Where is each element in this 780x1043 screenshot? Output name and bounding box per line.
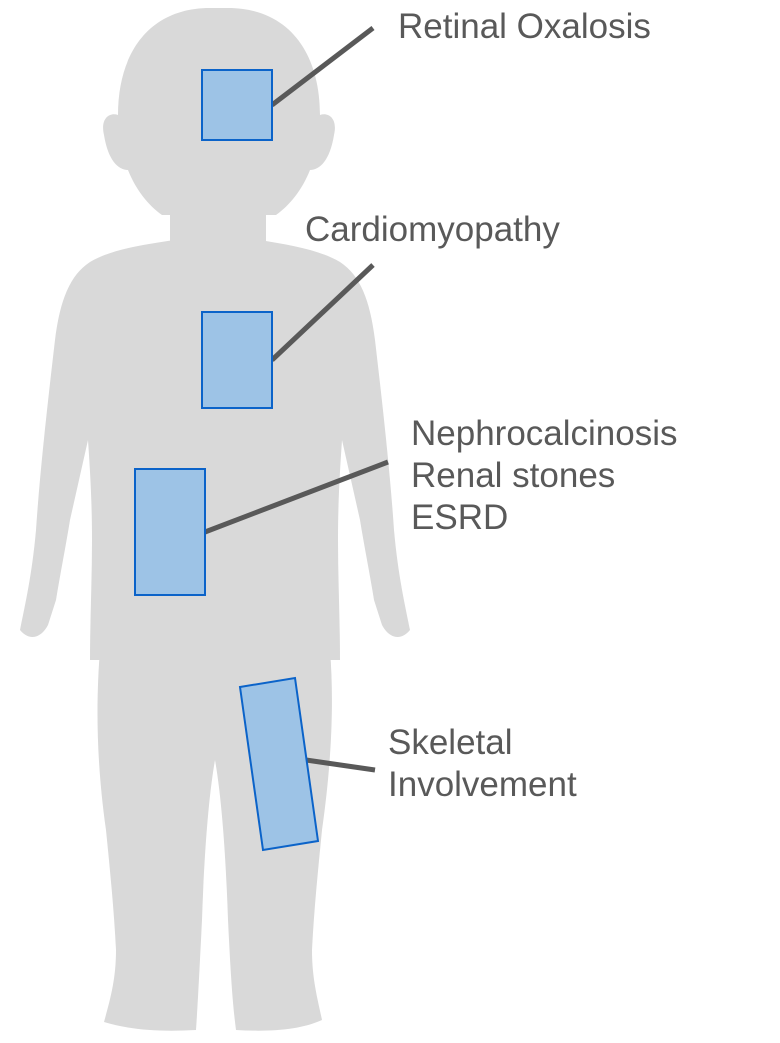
heart-region-box xyxy=(202,312,272,408)
eye-region-box xyxy=(202,70,272,140)
label-cardiomyopathy: Cardiomyopathy xyxy=(305,209,560,251)
label-esrd: ESRD xyxy=(411,497,678,539)
label-skeletal-group: Skeletal Involvement xyxy=(388,722,577,806)
kidney-region-box xyxy=(135,469,205,595)
label-renal-group: Nephrocalcinosis Renal stones ESRD xyxy=(411,413,678,539)
label-skeletal: Skeletal xyxy=(388,722,577,764)
label-nephrocalcinosis: Nephrocalcinosis xyxy=(411,413,678,455)
label-renal-stones: Renal stones xyxy=(411,455,678,497)
child-silhouette xyxy=(20,8,410,1031)
label-involvement: Involvement xyxy=(388,764,577,806)
label-retinal-oxalosis: Retinal Oxalosis xyxy=(398,6,651,48)
